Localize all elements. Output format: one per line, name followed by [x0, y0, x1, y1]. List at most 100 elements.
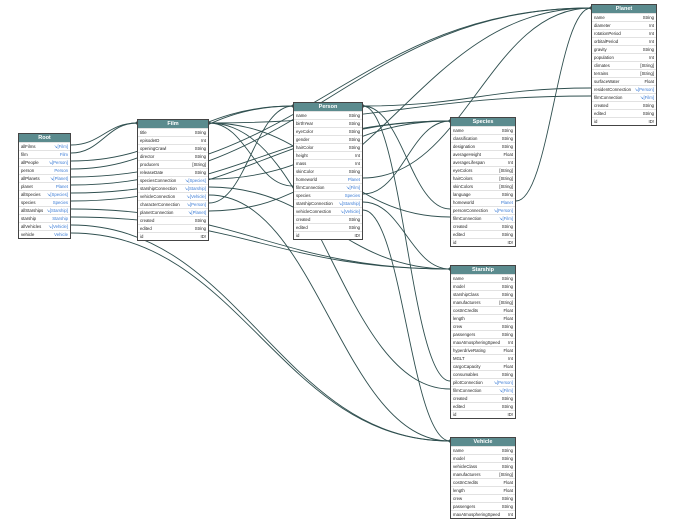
person-field-starshipConnection[interactable]: starshipConnection↘[Starship]: [294, 199, 362, 207]
film-field-starshipConnection[interactable]: starshipConnection↘[Starship]: [138, 184, 208, 192]
film-field-producers[interactable]: producers[String]: [138, 160, 208, 168]
species-field-eyeColors[interactable]: eyeColors[String]: [451, 166, 515, 174]
film-field-planetConnection[interactable]: planetConnection↘[Planet]: [138, 208, 208, 216]
planet-field-terrains[interactable]: terrains[String]: [592, 69, 656, 77]
person-field-filmConnection[interactable]: filmConnection↘[Film]: [294, 183, 362, 191]
root-field-allStarships[interactable]: allStarships↘[Starship]: [19, 206, 70, 214]
species-field-hairColors[interactable]: hairColors[String]: [451, 174, 515, 182]
planet-field-residentConnection[interactable]: residentConnection↘[Person]: [592, 85, 656, 93]
planet-field-climates[interactable]: climates[String]: [592, 61, 656, 69]
species-field-filmConnection[interactable]: filmConnection↘[Film]: [451, 214, 515, 222]
film-field-characterConnection[interactable]: characterConnection↘[Person]: [138, 200, 208, 208]
species-field-skinColors[interactable]: skinColors[String]: [451, 182, 515, 190]
starship-field-pilotConnection[interactable]: pilotConnection↘[Person]: [451, 378, 515, 386]
species-field-personConnection[interactable]: personConnection↘[Person]: [451, 206, 515, 214]
root-field-allPlanets[interactable]: allPlanets↘[Planet]: [19, 174, 70, 182]
root-field-allVehicles[interactable]: allVehicles↘[Vehicle]: [19, 222, 70, 230]
starship-field-filmConnection[interactable]: filmConnection↘[Film]: [451, 386, 515, 394]
film-field-speciesConnection[interactable]: speciesConnection↘[Species]: [138, 176, 208, 184]
root-field-allFilms[interactable]: allFilms↘[Film]: [19, 142, 70, 150]
person-field-vehicleConnection[interactable]: vehicleConnection↘[Vehicle]: [294, 207, 362, 215]
film-field-vehicleConnection[interactable]: vehicleConnection↘[Vehicle]: [138, 192, 208, 200]
vehicle-field-manufacturers[interactable]: manufacturers[String]: [451, 470, 515, 478]
root-field-allSpecies[interactable]: allSpecies↘[Species]: [19, 190, 70, 198]
planet-field-filmConnection[interactable]: filmConnection↘[Film]: [592, 93, 656, 101]
root-field-allPeople[interactable]: allPeople↘[Person]: [19, 158, 70, 166]
